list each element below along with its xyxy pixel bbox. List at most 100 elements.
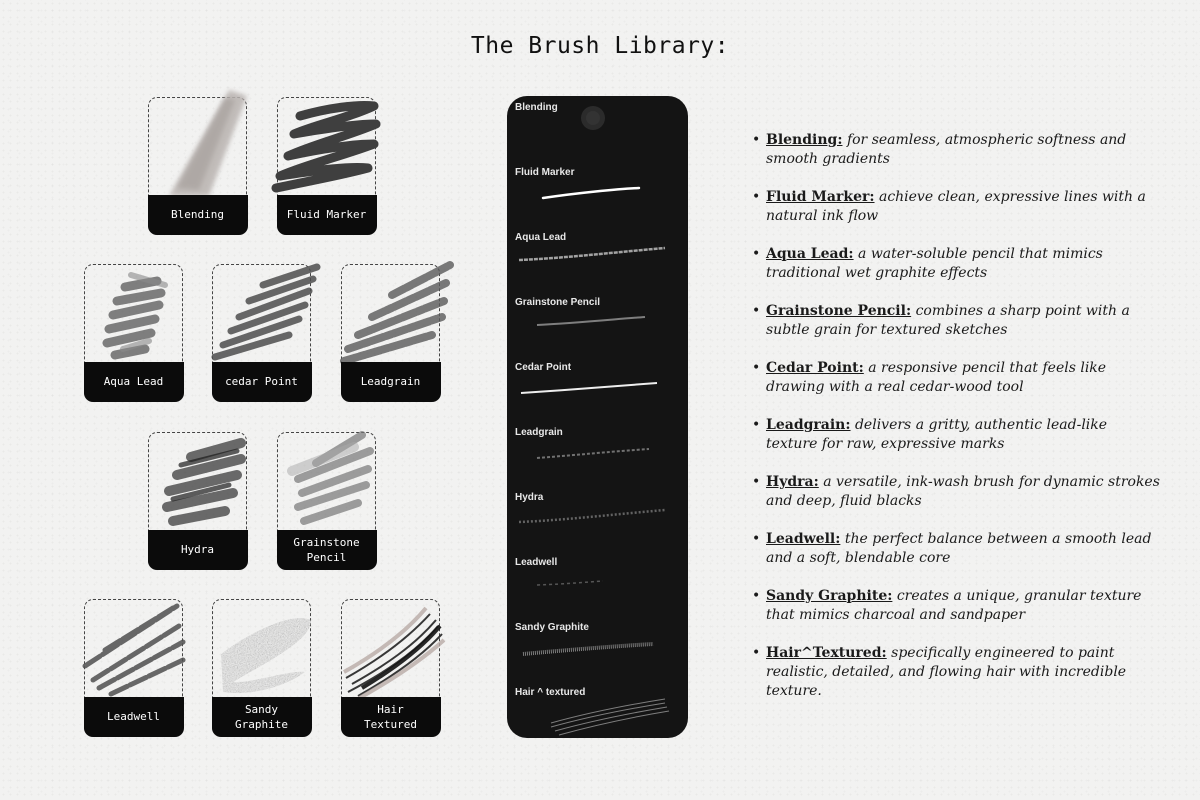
description-text: a responsive pencil that feels like draw… <box>766 360 1107 395</box>
brush-card-cedar-point[interactable]: cedar Point <box>211 263 321 402</box>
description-brush-name: Fluid Marker: <box>766 189 875 205</box>
description-text: for seamless, atmospheric softness and s… <box>766 132 1127 167</box>
leadgrain-preview-stroke <box>536 448 650 459</box>
brush-list-item-label: Sandy Graphite <box>515 622 589 633</box>
card-label: Hydra <box>147 529 248 570</box>
bullet-icon: • <box>752 132 761 148</box>
brush-list-item-label: Cedar Point <box>515 362 572 373</box>
brush-list-item-label: Aqua Lead <box>515 232 567 243</box>
brush-list-item[interactable]: Aqua Lead <box>507 226 688 291</box>
card-label: Blending <box>147 194 248 235</box>
card-label: Sandy Graphite <box>211 696 312 737</box>
description-brush-name: Leadwell: <box>766 531 841 547</box>
blending-stroke-art <box>169 90 247 196</box>
brush-card-hair-textured[interactable]: Hair Textured <box>340 599 446 737</box>
description-brush-name: Hair^Textured: <box>766 645 887 661</box>
cedar-point-stroke-art <box>211 263 321 361</box>
bullet-icon: • <box>752 645 761 661</box>
description-item: • Hydra: a versatile, ink-wash brush for … <box>752 473 1162 511</box>
description-text: combines a sharp point with a subtle gra… <box>766 303 1130 338</box>
grainstone-pencil-stroke-art <box>287 431 374 525</box>
brush-card-leadwell[interactable]: Leadwell <box>82 599 186 737</box>
brush-list-item[interactable]: Fluid Marker <box>507 161 688 226</box>
brush-list-item-label: Fluid Marker <box>515 167 575 178</box>
brush-card-aqua-lead[interactable]: Aqua Lead <box>83 264 184 402</box>
brush-list-item[interactable]: Blending <box>507 96 688 161</box>
brush-card-fluid-marker[interactable]: Fluid Marker <box>271 97 381 235</box>
card-label: Leadgrain <box>340 361 441 402</box>
hydra-preview-stroke <box>518 508 666 524</box>
description-text: the perfect balance between a smooth lea… <box>766 531 1152 566</box>
leadgrain-stroke-art <box>340 261 454 365</box>
brush-list-item-label: Leadwell <box>515 557 558 568</box>
card-label: Fluid Marker <box>276 194 377 235</box>
leadwell-preview-stroke <box>536 580 604 586</box>
brush-list-item-label: Hair ^ textured <box>515 687 586 698</box>
description-text: specifically engineered to paint realist… <box>766 645 1127 699</box>
hair-textured-stroke-art <box>343 606 446 702</box>
brush-card-grainstone-pencil[interactable]: Grainstone Pencil <box>276 431 377 570</box>
bullet-icon: • <box>752 303 761 319</box>
grainstone-pencil-preview-stroke <box>536 316 646 326</box>
bullet-icon: • <box>752 588 761 604</box>
description-brush-name: Blending: <box>766 132 843 148</box>
sandy-graphite-preview-stroke <box>522 642 654 656</box>
description-brush-name: Sandy Graphite: <box>766 588 893 604</box>
brush-list-item[interactable]: Grainstone Pencil <box>507 291 688 356</box>
description-item: •Fluid Marker: achieve clean, expressive… <box>752 188 1162 226</box>
brush-card-sandy-graphite[interactable]: Sandy Graphite <box>211 599 312 737</box>
fluid-marker-preview-stroke <box>541 186 641 200</box>
card-label: Aqua Lead <box>83 361 184 402</box>
brush-list-item[interactable]: Leadgrain <box>507 421 688 486</box>
brush-card-blending[interactable]: Blending <box>147 90 248 235</box>
bullet-icon: • <box>752 417 761 433</box>
description-text: a water-soluble pencil that mimics tradi… <box>766 246 1103 281</box>
description-brush-name: Cedar Point: <box>766 360 864 376</box>
description-item: • Leadwell: the perfect balance between a… <box>752 530 1162 568</box>
brush-list-panel: Blending Fluid Marker Aqua Lead Grainsto… <box>507 96 688 738</box>
cedar-point-preview-stroke <box>520 382 658 394</box>
blending-preview-icon <box>581 106 605 130</box>
brush-list-item[interactable]: Leadwell <box>507 551 688 616</box>
description-item: • Leadgrain: delivers a gritty, authentic… <box>752 416 1162 454</box>
description-item: •Aqua Lead: a water-soluble pencil that … <box>752 245 1162 283</box>
brush-card-leadgrain[interactable]: Leadgrain <box>340 261 454 402</box>
bullet-icon: • <box>752 531 761 547</box>
bullet-icon: • <box>752 246 761 262</box>
brush-list-item[interactable]: Cedar Point <box>507 356 688 421</box>
leadwell-stroke-art <box>82 603 186 697</box>
brush-list-item[interactable]: Hydra <box>507 486 688 551</box>
description-item: • Blending: for seamless, atmospheric sof… <box>752 131 1162 169</box>
description-text: achieve clean, expressive lines with a n… <box>766 189 1146 224</box>
brush-list-item-label: Blending <box>515 102 558 113</box>
description-item: • Hair^Textured: specifically engineered … <box>752 644 1162 701</box>
bullet-icon: • <box>752 474 761 490</box>
description-text: a versatile, ink-wash brush for dynamic … <box>766 474 1160 509</box>
fluid-marker-stroke-art <box>271 101 381 193</box>
brush-descriptions-list: • Blending: for seamless, atmospheric sof… <box>752 131 1162 720</box>
brush-list-item[interactable]: Sandy Graphite <box>507 616 688 681</box>
description-text: delivers a gritty, authentic lead-like t… <box>766 417 1108 452</box>
sandy-graphite-stroke-art <box>221 618 312 694</box>
brush-list-item[interactable]: Hair ^ textured <box>507 681 688 738</box>
brush-list-item-label: Hydra <box>515 492 544 503</box>
description-item: • Grainstone Pencil: combines a sharp poi… <box>752 302 1162 340</box>
brush-card-hydra[interactable]: Hydra <box>147 432 248 570</box>
hydra-stroke-art <box>162 438 246 526</box>
page-title: The Brush Library: <box>470 33 730 59</box>
card-label: cedar Point <box>211 361 312 402</box>
card-label: Leadwell <box>83 696 184 737</box>
brush-list-item-label: Leadgrain <box>515 427 563 438</box>
description-brush-name: Hydra: <box>766 474 819 490</box>
brush-list-item-label: Grainstone Pencil <box>515 297 601 308</box>
description-brush-name: Grainstone Pencil: <box>766 303 912 319</box>
description-brush-name: Leadgrain: <box>766 417 851 433</box>
aqua-lead-preview-stroke <box>518 246 666 262</box>
hair-textured-preview-stroke <box>550 698 670 736</box>
aqua-lead-stroke-art <box>102 272 168 360</box>
description-item: • Sandy Graphite: creates a unique, granu… <box>752 587 1162 625</box>
card-label: Hair Textured <box>340 696 441 737</box>
description-item: •Cedar Point: a responsive pencil that f… <box>752 359 1162 397</box>
card-label: Grainstone Pencil <box>276 529 377 570</box>
description-text: creates a unique, granular texture that … <box>766 588 1142 623</box>
